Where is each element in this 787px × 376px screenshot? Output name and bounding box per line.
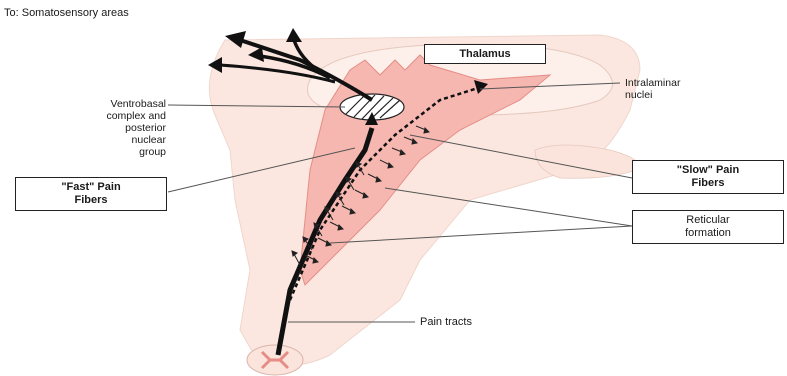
fast-pain-fibers-label: "Fast" Pain Fibers xyxy=(61,181,120,207)
thalamus-label-box: Thalamus xyxy=(424,44,546,64)
reticular-formation-label: Reticular formation xyxy=(685,214,731,240)
label-intralaminar-nuclei: Intralaminar nuclei xyxy=(625,77,680,101)
thalamus-label: Thalamus xyxy=(459,48,510,61)
reticular-formation-label-box: Reticular formation xyxy=(632,210,784,244)
label-somatosensory-areas: To: Somatosensory areas xyxy=(4,7,129,19)
fast-pain-fibers-label-box: "Fast" Pain Fibers xyxy=(15,177,167,211)
side-lobe xyxy=(535,145,640,178)
label-ventrobasal-complex: Ventrobasal complex and posterior nuclea… xyxy=(66,98,166,158)
slow-pain-fibers-label: "Slow" Pain Fibers xyxy=(677,164,739,190)
slow-pain-fibers-label-box: "Slow" Pain Fibers xyxy=(632,160,784,194)
label-pain-tracts: Pain tracts xyxy=(420,316,472,328)
